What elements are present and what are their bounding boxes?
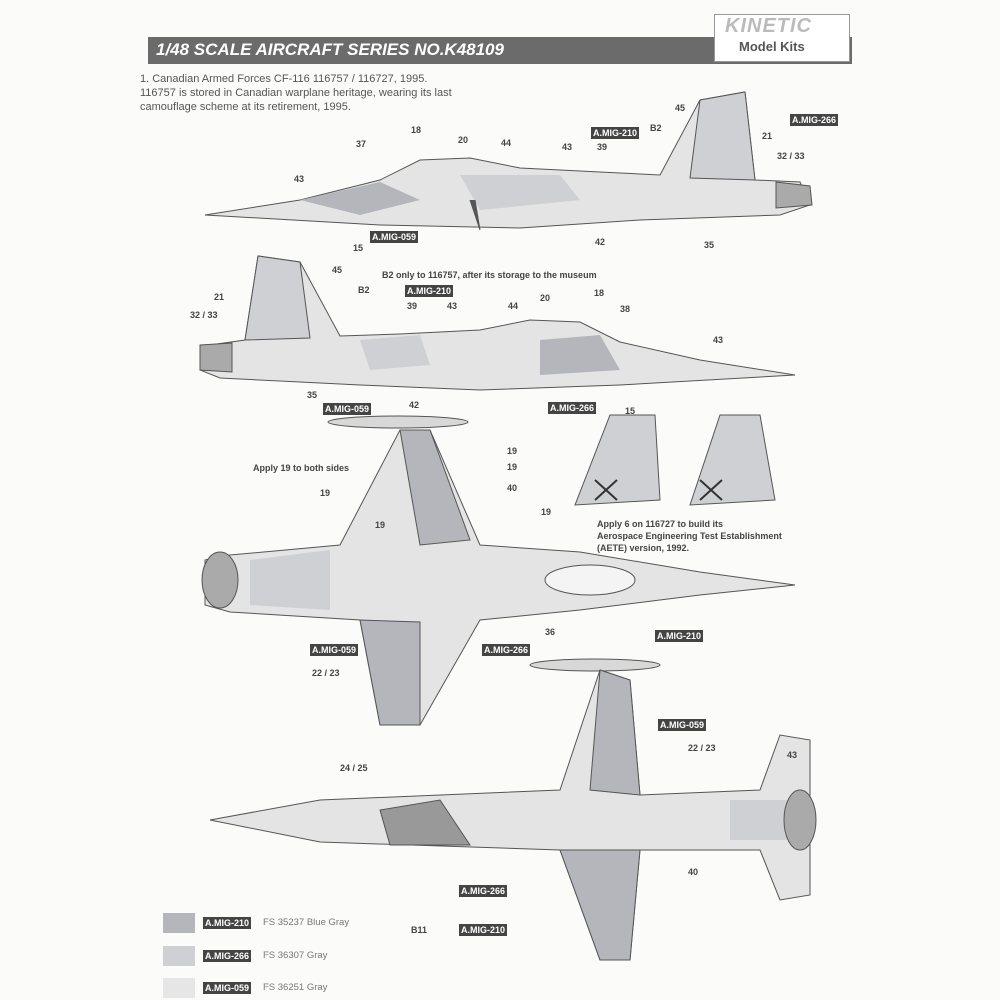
- paint-badge: A.MIG-059: [323, 403, 372, 415]
- callout-label: 38: [620, 304, 631, 314]
- callout-label: 43: [787, 750, 798, 760]
- callout-label: 21: [214, 292, 225, 302]
- callout-label: 39: [407, 301, 418, 311]
- callout-label: 44: [501, 138, 512, 148]
- callout-label: 20: [540, 293, 551, 303]
- callout-label: 21: [762, 131, 773, 141]
- callout-label: 42: [409, 400, 420, 410]
- callout-label: B11: [411, 925, 428, 935]
- callout-label: 19: [375, 520, 386, 530]
- callout-label: 36: [545, 627, 556, 637]
- paint-badge: A.MIG-266: [790, 114, 839, 126]
- callout-label: 15: [353, 243, 364, 253]
- description-line: 1. Canadian Armed Forces CF-116 116757 /…: [140, 73, 428, 85]
- callout-label: 32 / 33: [777, 151, 805, 161]
- callout-label: 40: [507, 483, 518, 493]
- callout-label: 42: [595, 237, 606, 247]
- paint-badge: A.MIG-266: [459, 885, 508, 897]
- callout-label: 32 / 33: [190, 310, 218, 320]
- paint-badge: A.MIG-266: [548, 402, 597, 414]
- page-title: 1/48 SCALE AIRCRAFT SERIES NO.K48109: [156, 40, 504, 59]
- description-line: 116757 is stored in Canadian warplane he…: [140, 87, 452, 99]
- callout-label: 45: [675, 103, 686, 113]
- aircraft-right-profile: [199, 255, 796, 391]
- callout-label: 43: [562, 142, 573, 152]
- aircraft-left-profile: [204, 91, 813, 231]
- callout-label: 45: [332, 265, 343, 275]
- callout-label: 20: [458, 135, 469, 145]
- paint-description: FS 35237 Blue Gray: [263, 917, 350, 928]
- kinetic-logo: KINETIC Model Kits: [714, 14, 850, 62]
- callout-label: 35: [704, 240, 715, 250]
- aete-note-line: Aerospace Engineering Test Establishment: [597, 531, 782, 541]
- aete-note-line: Apply 6 on 116727 to build its: [597, 519, 724, 529]
- callout-label: 18: [594, 288, 605, 298]
- paint-code: A.MIG-059: [203, 982, 252, 994]
- callout-label: 19: [507, 446, 518, 456]
- callout-label: B2: [358, 285, 370, 295]
- callout-label: 35: [307, 390, 318, 400]
- b2-note: B2 only to 116757, after its storage to …: [382, 270, 597, 280]
- callout-label: 39: [597, 142, 608, 152]
- paint-badge: A.MIG-210: [591, 127, 640, 139]
- aircraft-bottom-view: [209, 658, 817, 961]
- callout-label: B2: [650, 123, 662, 133]
- paint-badge: A.MIG-210: [405, 285, 454, 297]
- paint-badge: A.MIG-210: [459, 924, 508, 936]
- callout-label: 44: [508, 301, 519, 311]
- callout-label: 40: [688, 867, 699, 877]
- color-swatch: [163, 946, 195, 966]
- paint-badge: A.MIG-059: [310, 644, 359, 656]
- apply-19-note: Apply 19 to both sides: [253, 463, 350, 473]
- callout-label: 43: [447, 301, 458, 311]
- paint-badge: A.MIG-059: [658, 719, 707, 731]
- callout-label: 19: [541, 507, 552, 517]
- callout-label: 22 / 23: [688, 743, 716, 753]
- logo-subtitle: Model Kits: [739, 39, 805, 54]
- paint-badge: A.MIG-266: [482, 644, 531, 656]
- callout-label: 24 / 25: [340, 763, 368, 773]
- paint-badge: A.MIG-059: [370, 231, 419, 243]
- callout-label: 15: [625, 406, 636, 416]
- aete-note: Apply 6 on 116727 to build its Aerospace…: [597, 518, 782, 554]
- scheme-description: 1. Canadian Armed Forces CF-116 116757 /…: [140, 72, 452, 114]
- callout-label: 18: [411, 125, 422, 135]
- logo-brand: KINETIC: [725, 15, 812, 37]
- tail-fin-details: [574, 414, 776, 506]
- callout-label: 19: [507, 462, 518, 472]
- callout-label: 43: [713, 335, 724, 345]
- paint-code: A.MIG-210: [203, 917, 252, 929]
- callout-label: 43: [294, 174, 305, 184]
- color-swatch: [163, 913, 195, 933]
- color-swatch: [163, 978, 195, 998]
- aete-note-line: (AETE) version, 1992.: [597, 543, 690, 553]
- callout-label: 22 / 23: [312, 668, 340, 678]
- callout-label: 37: [356, 139, 367, 149]
- paint-badge: A.MIG-210: [655, 630, 704, 642]
- paint-description: FS 36307 Gray: [263, 950, 328, 961]
- callout-label: 19: [320, 488, 331, 498]
- aircraft-top-view: [201, 415, 796, 726]
- paint-description: FS 36251 Gray: [263, 982, 328, 993]
- paint-code: A.MIG-266: [203, 950, 252, 962]
- description-line: camouflage scheme at its retirement, 199…: [140, 101, 351, 113]
